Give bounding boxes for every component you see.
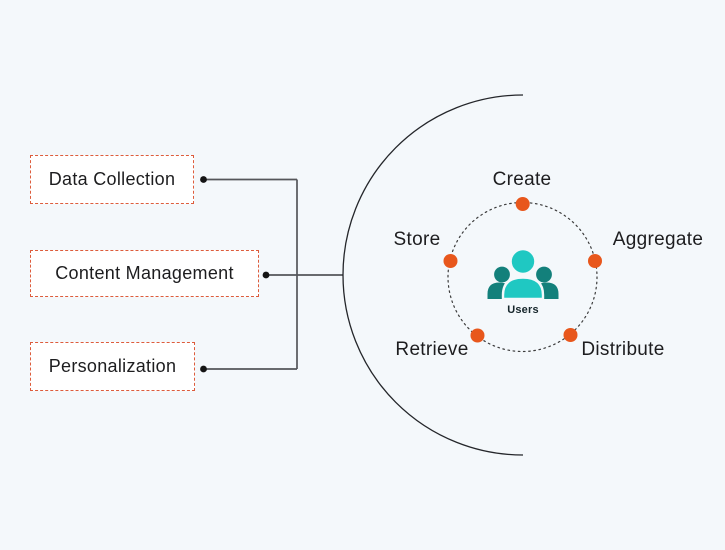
cycle-node-dot-store [443, 254, 458, 268]
module-label-data-collection: Data Collection [48, 169, 176, 189]
users-icon [487, 247, 559, 301]
junction-dot-content-management [262, 271, 270, 279]
cycle-node-dot-retrieve [470, 328, 485, 343]
users-icon-left-head [494, 266, 510, 283]
cycle-label-aggregate: Aggregate [612, 229, 704, 250]
module-box-data-collection: Data Collection [30, 155, 194, 204]
users-icon-center-head [509, 247, 537, 276]
users-icon-center-body [501, 276, 545, 301]
cycle-label-distribute: Distribute [581, 339, 665, 360]
users-center-label: Users [507, 304, 539, 316]
cycle-node-dot-distribute [563, 328, 578, 342]
module-box-content-management: Content Management [30, 250, 259, 297]
junction-dot-data-collection [200, 176, 207, 183]
cycle-label-store: Store [393, 229, 441, 250]
module-label-content-management: Content Management [55, 263, 234, 283]
cycle-node-dot-create [515, 197, 530, 211]
brace-arc [342, 94, 524, 456]
module-label-personalization: Personalization [48, 356, 177, 376]
module-box-personalization: Personalization [30, 342, 195, 391]
cycle-node-dot-aggregate [588, 254, 602, 268]
cycle-label-retrieve: Retrieve [395, 339, 469, 360]
junction-dot-personalization [200, 365, 207, 373]
cycle-label-create: Create [492, 169, 552, 190]
users-icon-right-head [536, 266, 552, 283]
